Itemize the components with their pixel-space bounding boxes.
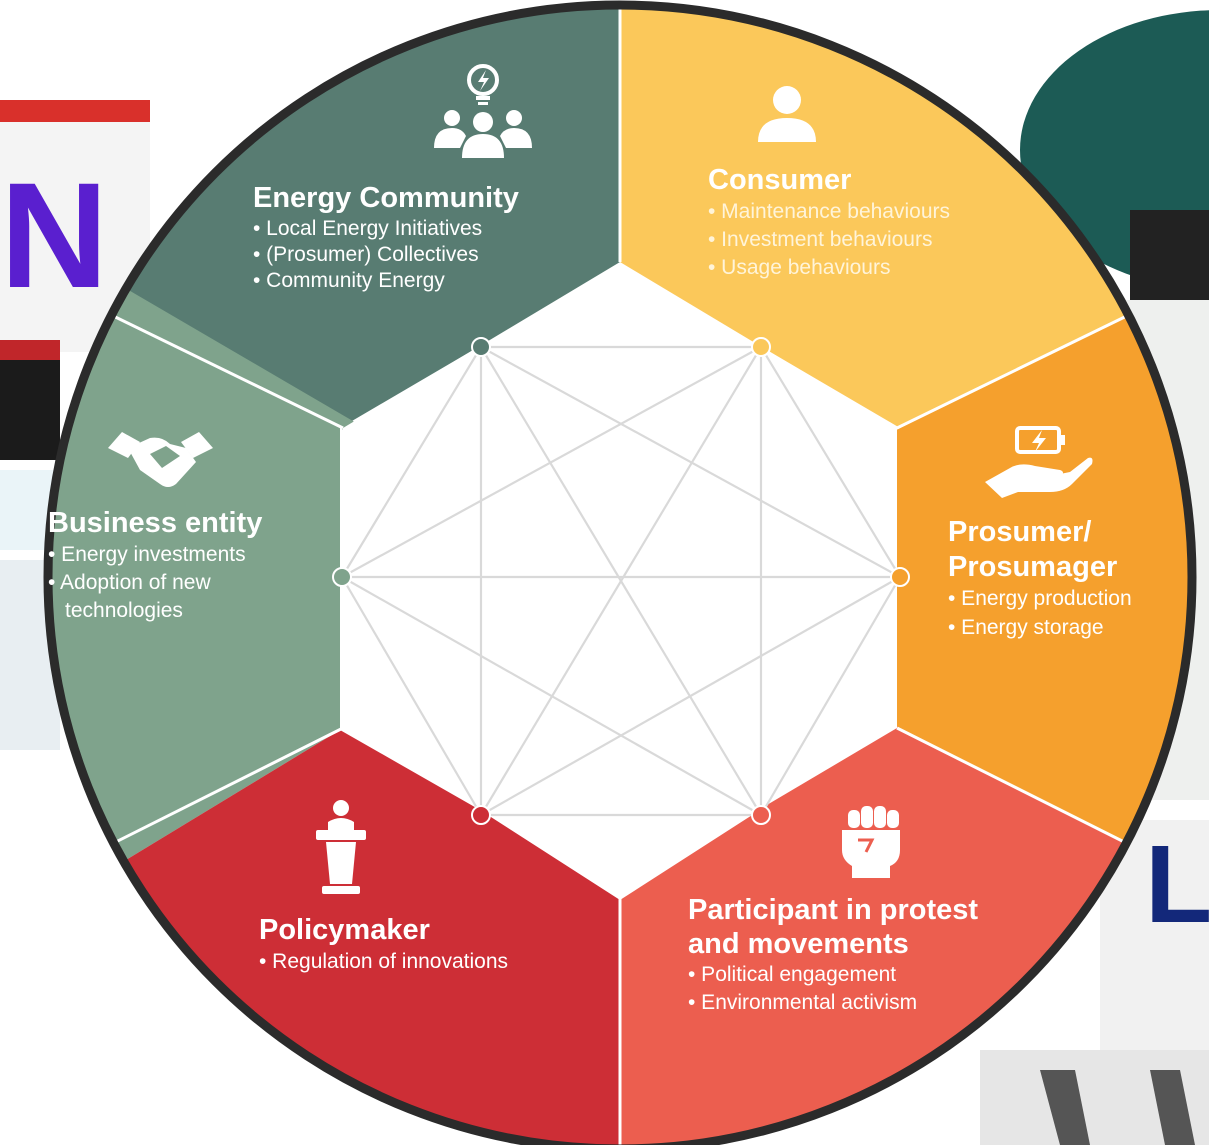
node-participant <box>751 805 771 825</box>
person-icon <box>758 86 816 142</box>
consumer-block: Consumer • Maintenance behaviours • Inve… <box>708 162 1028 282</box>
participant-block: Participant in protest and movements • P… <box>688 893 1088 1017</box>
prosumer-bullet: • Energy production <box>948 587 1132 610</box>
policymaker-title: Policymaker <box>259 914 430 946</box>
energy-community-block: Energy Community • Local Energy Initiati… <box>253 180 573 294</box>
prosumer-title-line2: Prosumager <box>948 551 1118 583</box>
podium-speaker-icon <box>316 800 366 894</box>
participant-bullet: • Political engagement <box>688 963 897 986</box>
participant-bullets: • Political engagement • Environmental a… <box>688 961 1088 1017</box>
business-entity-block: Business entity • Energy investments • A… <box>48 505 308 625</box>
business-entity-title: Business entity <box>48 507 263 539</box>
network-lines <box>341 345 901 817</box>
business-entity-bullets: • Energy investments • Adoption of new t… <box>48 541 308 625</box>
energy-community-bullet: • Community Energy <box>253 269 445 292</box>
node-prosumer <box>890 567 910 587</box>
business-entity-bullet: technologies <box>65 599 183 622</box>
background-letters-right: L <box>1145 823 1209 946</box>
prosumer-title: Prosumer/ <box>948 516 1092 548</box>
handshake-icon <box>108 432 213 487</box>
participant-title-line2: and movements <box>688 928 909 960</box>
node-consumer <box>751 337 771 357</box>
community-lightbulb-icon <box>434 64 532 158</box>
business-entity-bullet: • Energy investments <box>48 543 246 566</box>
consumer-bullet: • Investment behaviours <box>708 228 933 251</box>
battery-hand-icon <box>985 426 1093 498</box>
consumer-bullets: • Maintenance behaviours • Investment be… <box>708 198 1028 282</box>
background-letter-left: N <box>0 151 109 319</box>
prosumer-block: Prosumer/ Prosumager • Energy production… <box>948 514 1203 642</box>
wheel-border <box>43 0 1197 1145</box>
raised-fist-icon <box>842 806 900 878</box>
consumer-title: Consumer <box>708 164 852 196</box>
participant-bullet: • Environmental activism <box>688 991 918 1014</box>
node-business <box>332 567 352 587</box>
policymaker-bullets: • Regulation of innovations <box>259 948 579 976</box>
policymaker-block: Policymaker • Regulation of innovations <box>259 912 579 976</box>
business-entity-bullet: • Adoption of new <box>48 571 211 594</box>
policymaker-bullet: • Regulation of innovations <box>259 950 509 973</box>
energy-community-bullets: • Local Energy Initiatives • (Prosumer) … <box>253 216 573 294</box>
consumer-bullet: • Usage behaviours <box>708 256 891 279</box>
energy-community-bullet: • (Prosumer) Collectives <box>253 243 479 266</box>
prosumer-bullets: • Energy production • Energy storage <box>948 584 1203 642</box>
participant-title: Participant in protest <box>688 894 979 926</box>
node-energy-community <box>471 337 491 357</box>
energy-community-bullet: • Local Energy Initiatives <box>253 217 483 240</box>
energy-community-title: Energy Community <box>253 182 519 214</box>
node-policymaker <box>471 805 491 825</box>
prosumer-bullet: • Energy storage <box>948 616 1104 639</box>
consumer-bullet: • Maintenance behaviours <box>708 200 951 223</box>
